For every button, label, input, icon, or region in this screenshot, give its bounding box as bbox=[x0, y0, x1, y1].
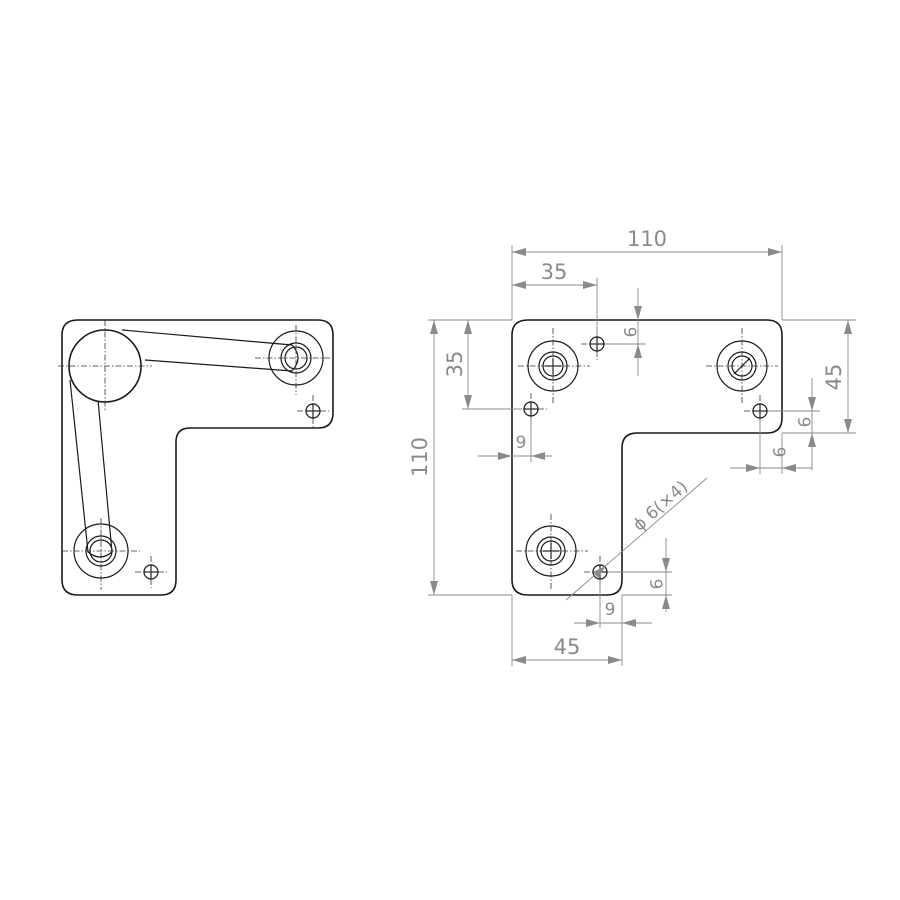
assembly-mount-hole-right bbox=[297, 395, 329, 427]
dim-right-leg-height-label: 45 bbox=[822, 364, 846, 391]
dim-overall-width: 110 bbox=[511, 227, 783, 320]
dim-edge-offset-3-label: 9 bbox=[793, 417, 813, 428]
dim-hole-offset-y: 35 bbox=[443, 320, 522, 410]
dim-edge-offset-3: 9 bbox=[768, 378, 820, 470]
dim-overall-height: 110 bbox=[408, 319, 512, 596]
assembly-bushing-right bbox=[255, 325, 335, 395]
dim-edge-offset-6-label: 9 bbox=[605, 600, 616, 620]
dim-bottom-leg-width-label: 45 bbox=[554, 635, 581, 659]
dim-overall-height-label: 110 bbox=[408, 437, 432, 477]
dim-hole-offset-y-label: 35 bbox=[443, 351, 467, 378]
dim-hole-offset-x-label: 35 bbox=[541, 260, 568, 284]
plate-view: 110 35 9 110 bbox=[408, 227, 856, 666]
dim-hole-diameter-label: ϕ 6(×4) bbox=[629, 477, 692, 535]
assembly-mount-hole-bottom bbox=[135, 556, 167, 588]
plate-bushing-top-right bbox=[706, 328, 778, 404]
dim-bottom-leg-width: 45 bbox=[511, 595, 623, 666]
dim-edge-offset-4: 9 bbox=[730, 420, 812, 474]
dim-edge-offset-4-label: 9 bbox=[768, 447, 788, 458]
dim-edge-offset-1-label: 9 bbox=[619, 327, 639, 338]
dim-edge-offset-5: 9 bbox=[608, 538, 672, 612]
plate-outline bbox=[511, 319, 783, 596]
plate-bushing-bottom-left bbox=[516, 514, 588, 590]
dim-edge-offset-5-label: 9 bbox=[645, 579, 665, 590]
dim-edge-offset-1: 9 bbox=[605, 288, 646, 376]
dim-overall-width-label: 110 bbox=[627, 227, 667, 251]
plate-bushing-top-left bbox=[518, 328, 590, 404]
dim-edge-offset-6: 9 bbox=[574, 580, 652, 628]
dim-edge-offset-2: 9 bbox=[478, 418, 552, 462]
dim-hole-offset-x: 35 bbox=[512, 260, 598, 336]
dim-right-leg-height: 45 bbox=[782, 319, 856, 434]
dim-edge-offset-2-label: 9 bbox=[516, 433, 527, 453]
assembly-view bbox=[58, 319, 335, 596]
assembly-bushing-left bbox=[62, 518, 140, 590]
